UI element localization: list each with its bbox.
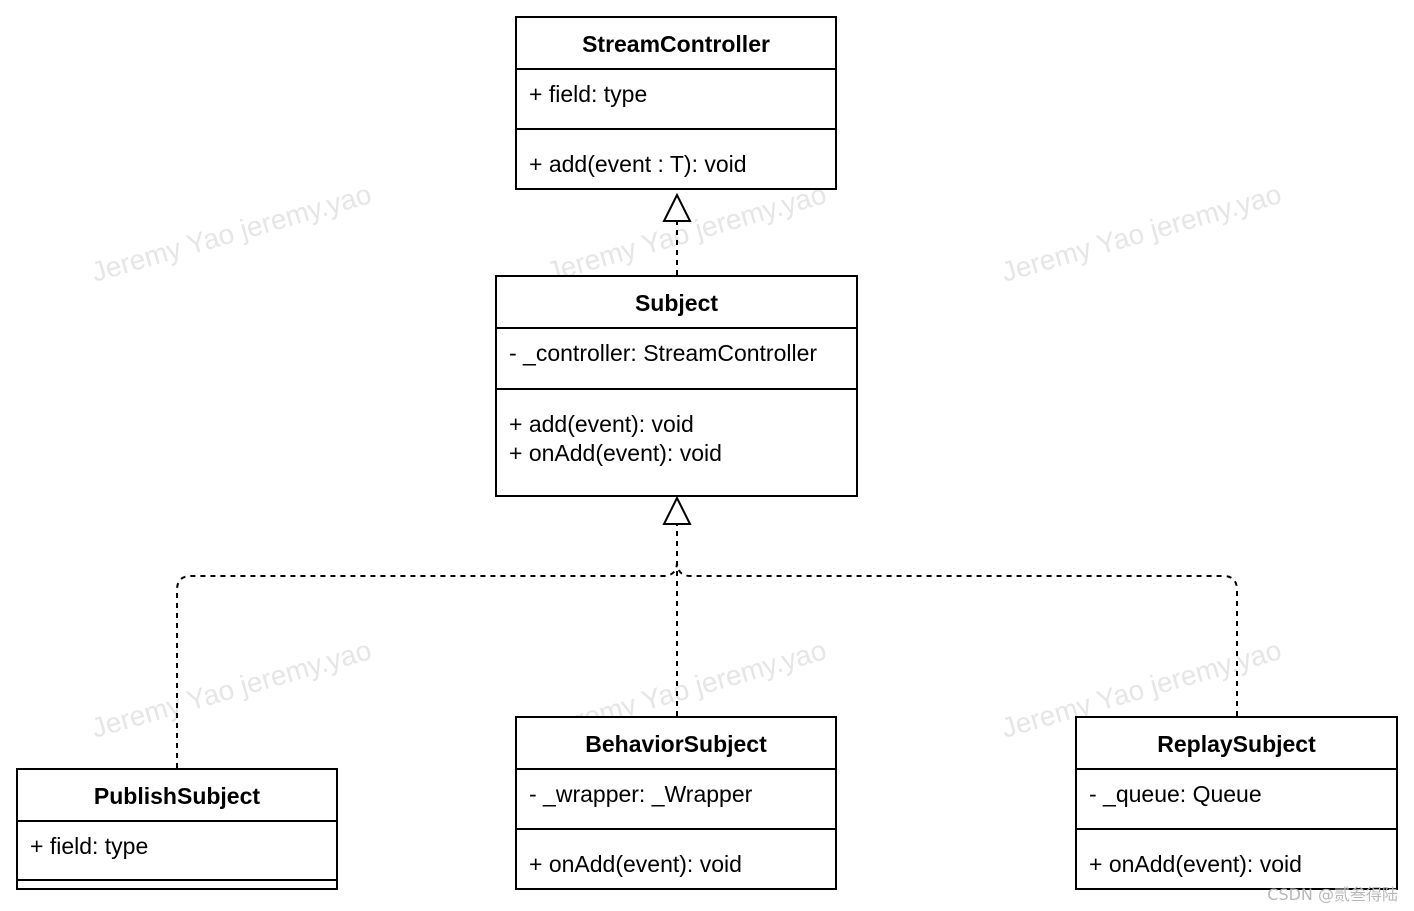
attribute: - _controller: StreamController	[509, 340, 818, 366]
class-replaysubject[interactable]: ReplaySubject - _queue: Queue + onAdd(ev…	[1075, 716, 1398, 890]
attribute: - _queue: Queue	[1089, 781, 1262, 807]
operation: + add(event : T): void	[529, 151, 747, 177]
operations-compartment: + onAdd(event): void	[517, 830, 835, 889]
attributes-compartment: + field: type	[18, 822, 336, 881]
attributes-compartment: - _queue: Queue	[1077, 770, 1396, 830]
operation: + onAdd(event): void	[529, 851, 742, 877]
class-publishsubject[interactable]: PublishSubject + field: type	[16, 768, 338, 890]
operations-compartment: + add(event : T): void	[517, 130, 835, 189]
realization-arrowhead	[662, 495, 692, 525]
class-title: BehaviorSubject	[517, 718, 835, 770]
publishsubject-to-subject-link	[176, 561, 678, 768]
source-credit: CSDN @贰叁得陆	[1267, 885, 1398, 904]
attribute: + field: type	[529, 81, 648, 107]
attribute: + field: type	[30, 833, 149, 859]
class-title: PublishSubject	[18, 770, 336, 822]
operation: + onAdd(event): void	[1089, 851, 1302, 877]
attributes-compartment: + field: type	[517, 70, 835, 130]
operation: + onAdd(event): void	[509, 440, 722, 466]
class-behaviorsubject[interactable]: BehaviorSubject - _wrapper: _Wrapper + o…	[515, 716, 837, 890]
attributes-compartment: - _controller: StreamController	[497, 329, 856, 390]
attribute: - _wrapper: _Wrapper	[529, 781, 753, 807]
operations-compartment: + add(event): void + onAdd(event): void	[497, 390, 856, 478]
class-subject[interactable]: Subject - _controller: StreamController …	[495, 275, 858, 497]
attributes-compartment: - _wrapper: _Wrapper	[517, 770, 835, 830]
class-streamcontroller[interactable]: StreamController + field: type + add(eve…	[515, 16, 837, 190]
class-title: StreamController	[517, 18, 835, 70]
realization-arrowhead	[662, 192, 692, 222]
operation: + add(event): void	[509, 411, 694, 437]
class-title: ReplaySubject	[1077, 718, 1396, 770]
replaysubject-to-subject-link	[676, 561, 1238, 716]
operations-compartment: + onAdd(event): void	[1077, 830, 1396, 889]
class-title: Subject	[497, 277, 856, 329]
